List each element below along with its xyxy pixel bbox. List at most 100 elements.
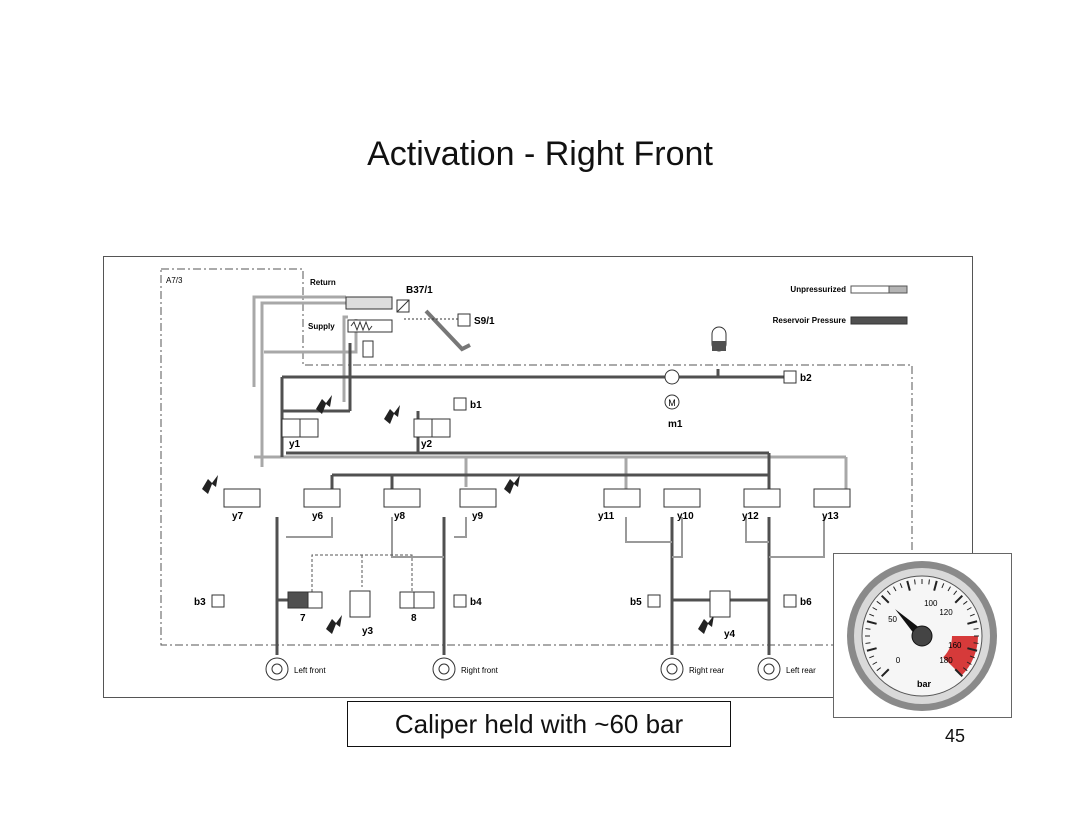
gauge-label-100: 100 bbox=[924, 599, 938, 608]
y12-label: y12 bbox=[742, 511, 759, 522]
valve-y8 bbox=[383, 488, 421, 508]
gauge-tick bbox=[876, 600, 882, 605]
gauge-tick bbox=[967, 647, 978, 652]
gauge-tick bbox=[866, 647, 877, 652]
gauge-tick bbox=[967, 620, 978, 625]
gauge-tick bbox=[928, 579, 930, 585]
gauge-label-50: 50 bbox=[888, 615, 897, 624]
b6-sensor bbox=[783, 594, 797, 608]
module-outline bbox=[160, 268, 913, 646]
valve-y6 bbox=[303, 488, 341, 508]
activation-bolts bbox=[202, 395, 714, 634]
b37-label: B37/1 bbox=[406, 285, 433, 296]
pilot-lines bbox=[311, 554, 413, 597]
gauge-tick bbox=[906, 580, 911, 591]
wheel-right-rear: Right rear bbox=[660, 657, 724, 681]
wheel-left-rear: Left rear bbox=[757, 657, 816, 681]
bolt-y2 bbox=[384, 405, 400, 424]
legend-unpressurized-label: Unpressurized bbox=[790, 285, 846, 294]
component-7-spring bbox=[287, 591, 309, 609]
supply-label: Supply bbox=[308, 322, 335, 331]
motor-circle bbox=[664, 394, 680, 410]
return-lines bbox=[252, 295, 848, 495]
gauge-tick bbox=[966, 661, 972, 665]
y10-label: y10 bbox=[677, 511, 694, 522]
bolt-y1 bbox=[316, 395, 332, 414]
gauge-tick bbox=[869, 655, 875, 659]
hydraulic-schematic: A7/3 Return Supply Unpressurized Reservo… bbox=[160, 268, 913, 681]
feed-lines bbox=[286, 517, 825, 558]
valve-y7 bbox=[223, 488, 261, 508]
gauge-tick bbox=[953, 590, 958, 596]
motor-label: M bbox=[668, 398, 676, 408]
b37-sensor-slash bbox=[396, 299, 410, 313]
b2-label: b2 bbox=[800, 373, 812, 384]
c7-label: 7 bbox=[300, 613, 306, 624]
valve-y4 bbox=[709, 590, 731, 618]
right-front-label: Right front bbox=[461, 666, 499, 675]
valve-row: y7 y6 y8 y9 y11 y10 y12 y13 bbox=[223, 488, 851, 522]
gauge-tick bbox=[880, 668, 890, 678]
gauge-tick bbox=[865, 628, 871, 630]
legend-reservoir-swatch bbox=[850, 316, 908, 325]
valve-y10 bbox=[663, 488, 701, 508]
y2-label: y2 bbox=[421, 439, 433, 450]
page-number: 45 bbox=[945, 726, 966, 746]
master-spring bbox=[350, 320, 373, 332]
left-front-label: Left front bbox=[294, 666, 326, 675]
right-rear-label: Right rear bbox=[689, 666, 724, 675]
y4-label: y4 bbox=[724, 629, 736, 640]
b4-label: b4 bbox=[470, 597, 482, 608]
b3-label: b3 bbox=[194, 597, 206, 608]
m1-label: m1 bbox=[668, 419, 683, 430]
b1-sensor bbox=[453, 397, 467, 411]
y1-label: y1 bbox=[289, 439, 301, 450]
valve-y12 bbox=[743, 488, 781, 508]
gauge-hub bbox=[911, 625, 933, 647]
gauge-tick bbox=[893, 586, 897, 592]
pressure-gauge: bar 0 50 100 120 160 180 bbox=[833, 553, 1012, 718]
y6-label: y6 bbox=[312, 511, 324, 522]
pump bbox=[664, 369, 680, 385]
wheel-right-front: Right front bbox=[432, 657, 499, 681]
valve-y11 bbox=[603, 488, 641, 508]
gauge-ticks bbox=[865, 579, 979, 678]
bolt-y9 bbox=[504, 475, 520, 494]
gauge-tick bbox=[973, 628, 979, 630]
gauge-tick bbox=[941, 583, 945, 589]
b5-sensor bbox=[647, 594, 661, 608]
gauge-tick bbox=[969, 655, 975, 659]
brake-pedal bbox=[424, 309, 471, 352]
b3-sensor bbox=[211, 594, 225, 608]
module-label: A7/3 bbox=[166, 276, 183, 285]
gauge-tick bbox=[872, 661, 878, 665]
gauge-label-0: 0 bbox=[896, 656, 901, 665]
gauge-tick bbox=[966, 607, 972, 611]
gauge-tick bbox=[886, 590, 891, 596]
gauge-tick bbox=[876, 667, 882, 672]
b2-sensor bbox=[783, 370, 797, 384]
gauge-tick bbox=[865, 642, 871, 644]
valve-y2: y2 bbox=[413, 418, 451, 450]
s9-switch-box bbox=[457, 313, 471, 327]
master-cylinder bbox=[347, 319, 393, 333]
y13-label: y13 bbox=[822, 511, 839, 522]
reservoir-block bbox=[345, 296, 393, 310]
gauge-tick bbox=[866, 620, 877, 625]
pedal-simulator bbox=[362, 340, 374, 358]
gauge-label-120: 120 bbox=[939, 608, 953, 617]
gauge-tick bbox=[899, 583, 903, 589]
gauge-tick bbox=[969, 613, 975, 617]
gauge-svg: bar 0 50 100 120 160 180 bbox=[847, 561, 997, 711]
s9-label: S9/1 bbox=[474, 316, 495, 327]
gauge-unit: bar bbox=[917, 679, 932, 689]
b1-label: b1 bbox=[470, 400, 482, 411]
valve-y1: y1 bbox=[281, 418, 319, 450]
valve-y9 bbox=[459, 488, 497, 508]
caption-box: Caliper held with ~60 bar bbox=[347, 701, 731, 747]
gauge-red-zone bbox=[943, 636, 978, 676]
y7-label: y7 bbox=[232, 511, 244, 522]
bolt-y3 bbox=[326, 615, 342, 634]
gauge-tick bbox=[869, 613, 875, 617]
valve-y13 bbox=[813, 488, 851, 508]
